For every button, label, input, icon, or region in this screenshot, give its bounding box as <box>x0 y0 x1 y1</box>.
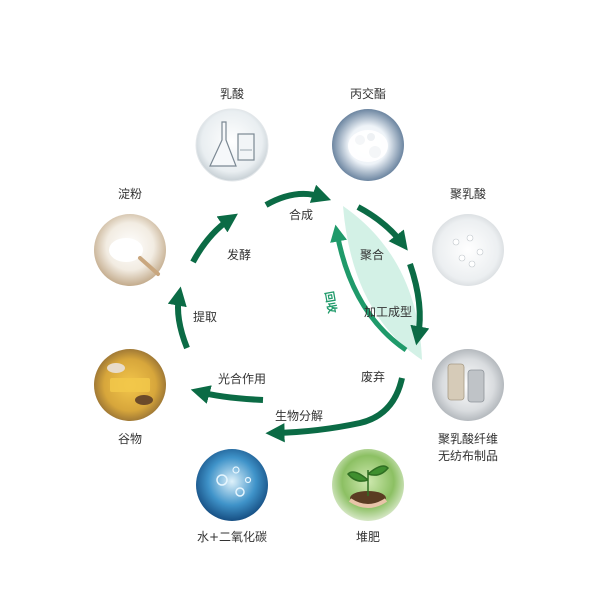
label-fiber-line1: 聚乳酸纤维 <box>438 431 498 446</box>
lactic-acid-image <box>196 109 268 181</box>
node-compost: 堆肥 <box>332 449 404 544</box>
label-fiber-line2: 无纺布制品 <box>438 449 498 463</box>
step-label-biodegradation: 生物分解 <box>275 409 323 423</box>
step-label-recycle: 回收 <box>322 290 340 314</box>
step-label-photosynthesis: 光合作用 <box>218 371 266 386</box>
beaker-icon <box>238 134 254 160</box>
node-water-co2: 水+二氧化碳 <box>196 449 268 544</box>
label-starch: 淀粉 <box>118 187 142 201</box>
step-label-extraction: 提取 <box>193 309 217 324</box>
label-lactide: 丙交酯 <box>350 86 386 101</box>
label-grain: 谷物 <box>118 432 142 446</box>
arrow-fermentation <box>193 219 230 262</box>
recycle-band <box>343 206 422 360</box>
arrow-discard-biodegradation <box>275 378 402 433</box>
node-lactic-acid: 乳酸 <box>196 86 268 181</box>
label-lactic-acid: 乳酸 <box>220 86 244 101</box>
label-compost: 堆肥 <box>356 530 380 544</box>
step-label-processing: 加工成型 <box>364 305 412 319</box>
label-pla: 聚乳酸 <box>450 186 486 201</box>
step-label-fermentation: 发酵 <box>227 247 251 262</box>
water-co2-image <box>196 449 268 521</box>
node-grain: 谷物 <box>94 349 166 446</box>
step-label-synthesis: 合成 <box>289 207 313 222</box>
arrow-photosynthesis <box>200 392 263 400</box>
step-label-discard: 废弃 <box>361 369 385 384</box>
node-starch: 淀粉 <box>94 187 166 286</box>
pla-image <box>432 214 504 286</box>
node-lactide: 丙交酯 <box>332 86 404 181</box>
arrow-synthesis <box>266 194 322 205</box>
node-fiber-products: 聚乳酸纤维 无纺布制品 <box>432 349 504 463</box>
label-water-co2: 水+二氧化碳 <box>197 530 267 544</box>
step-label-polymerization: 聚合 <box>360 247 384 262</box>
arrow-extraction <box>178 296 187 348</box>
node-pla: 聚乳酸 <box>432 186 504 286</box>
